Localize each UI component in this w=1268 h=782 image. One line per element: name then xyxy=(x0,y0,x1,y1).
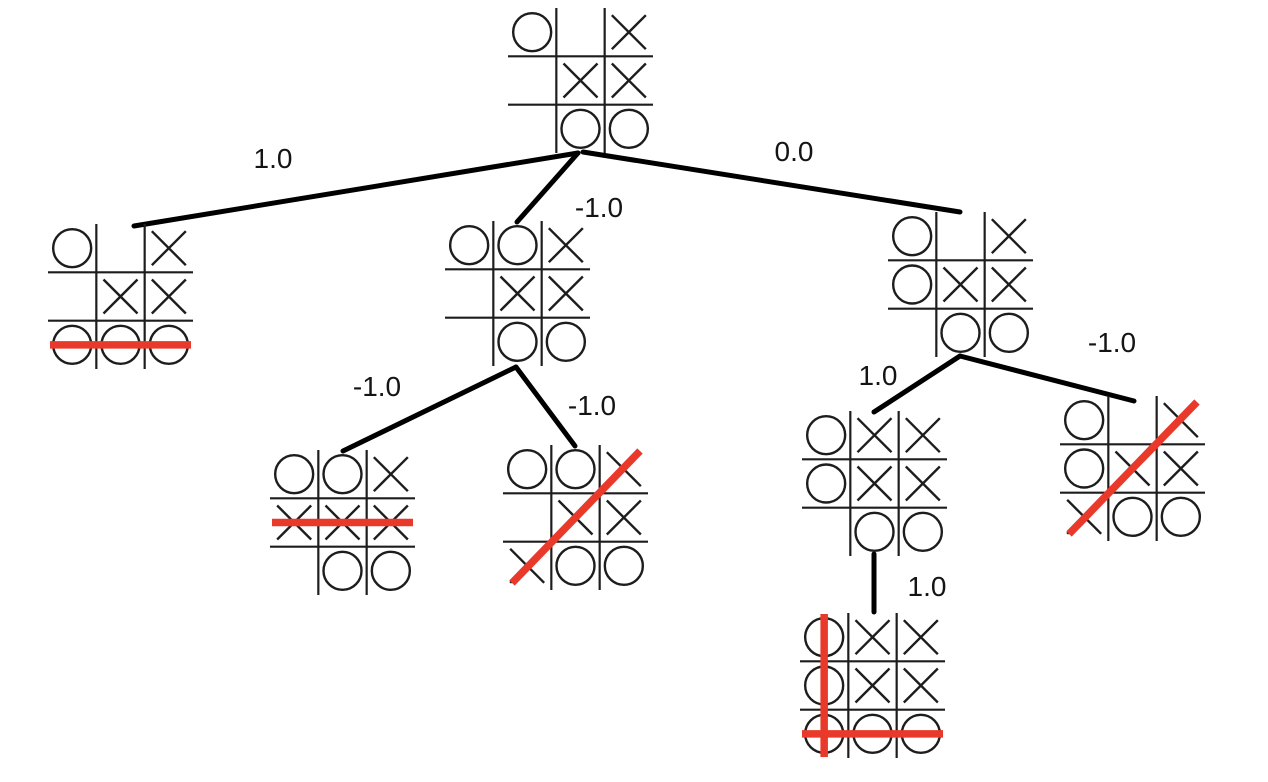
edge-value-label-right-child-left: 1.0 xyxy=(858,360,898,391)
tree-edge-root-to-move-right xyxy=(580,149,963,215)
board-right-child-left xyxy=(802,411,947,556)
board-move-left xyxy=(48,224,193,369)
o-mark xyxy=(555,545,596,587)
edge-value-label-move-middle: -1.0 xyxy=(574,192,624,223)
o-mark xyxy=(608,108,650,150)
board-move-right xyxy=(888,212,1033,357)
tree-edge-move-middle-to-middle-child-left xyxy=(340,364,519,454)
tree-edge-move-middle-to-middle-child-right xyxy=(513,364,578,449)
edge-value-label-move-left: 1.0 xyxy=(253,143,293,174)
x-mark xyxy=(150,230,187,267)
edge-value-label-right-grandchild: 1.0 xyxy=(907,571,947,602)
tree-edge-move-right-to-right-child-left xyxy=(871,353,963,415)
o-mark xyxy=(891,264,933,305)
x-mark xyxy=(610,14,647,51)
o-mark xyxy=(940,312,981,354)
o-mark xyxy=(497,224,538,266)
board-right-grandchild xyxy=(800,613,945,758)
o-mark xyxy=(273,453,315,495)
o-mark xyxy=(51,227,93,269)
x-mark xyxy=(547,275,584,312)
o-mark xyxy=(1063,448,1105,489)
board-right-child-right xyxy=(1060,396,1205,541)
x-mark xyxy=(902,667,939,704)
o-mark xyxy=(511,11,553,53)
edge-value-label-middle-child-left: -1.0 xyxy=(352,371,402,402)
edge-value-label-right-child-right: -1.0 xyxy=(1087,327,1137,358)
edge-value-label-middle-child-right: -1.0 xyxy=(567,390,617,421)
x-mark xyxy=(904,417,941,454)
board-root xyxy=(508,8,653,153)
x-mark xyxy=(1162,450,1199,487)
o-mark xyxy=(370,550,412,592)
tree-edge-root-to-move-middle xyxy=(514,150,581,225)
x-mark xyxy=(854,619,891,656)
x-mark xyxy=(990,266,1027,303)
o-mark xyxy=(322,550,363,592)
o-mark xyxy=(322,453,363,495)
board-middle-child-right xyxy=(503,445,648,590)
x-mark xyxy=(856,465,893,502)
x-mark xyxy=(854,667,891,704)
o-mark xyxy=(545,321,587,363)
x-mark xyxy=(902,619,939,656)
tree-edge-root-to-move-left xyxy=(131,150,581,229)
o-mark xyxy=(891,215,933,257)
o-mark xyxy=(448,224,490,266)
o-mark xyxy=(555,448,596,490)
x-mark xyxy=(990,218,1027,255)
tree-edge-move-right-to-right-child-right xyxy=(957,353,1137,404)
o-mark xyxy=(560,108,601,150)
x-mark xyxy=(499,275,536,312)
board-middle-child-left xyxy=(270,450,415,595)
x-mark xyxy=(904,465,941,502)
o-mark xyxy=(497,321,538,363)
x-mark xyxy=(856,417,893,454)
o-mark xyxy=(988,312,1030,354)
win-strike xyxy=(1066,399,1200,537)
edge-value-label-move-right: 0.0 xyxy=(774,136,814,167)
x-mark xyxy=(562,62,599,99)
win-strike xyxy=(509,448,643,586)
o-mark xyxy=(902,511,944,553)
o-mark xyxy=(506,448,548,490)
x-mark xyxy=(372,456,409,493)
x-mark xyxy=(102,278,139,315)
x-mark xyxy=(547,227,584,264)
o-mark xyxy=(1112,496,1153,538)
o-mark xyxy=(854,511,895,553)
x-mark xyxy=(605,499,642,536)
o-mark xyxy=(603,545,645,587)
o-mark xyxy=(1160,496,1202,538)
x-mark xyxy=(942,266,979,303)
board-move-middle xyxy=(445,221,590,366)
o-mark xyxy=(805,463,847,504)
x-mark xyxy=(150,278,187,315)
o-mark xyxy=(805,414,847,456)
x-mark xyxy=(610,62,647,99)
o-mark xyxy=(1063,399,1105,441)
